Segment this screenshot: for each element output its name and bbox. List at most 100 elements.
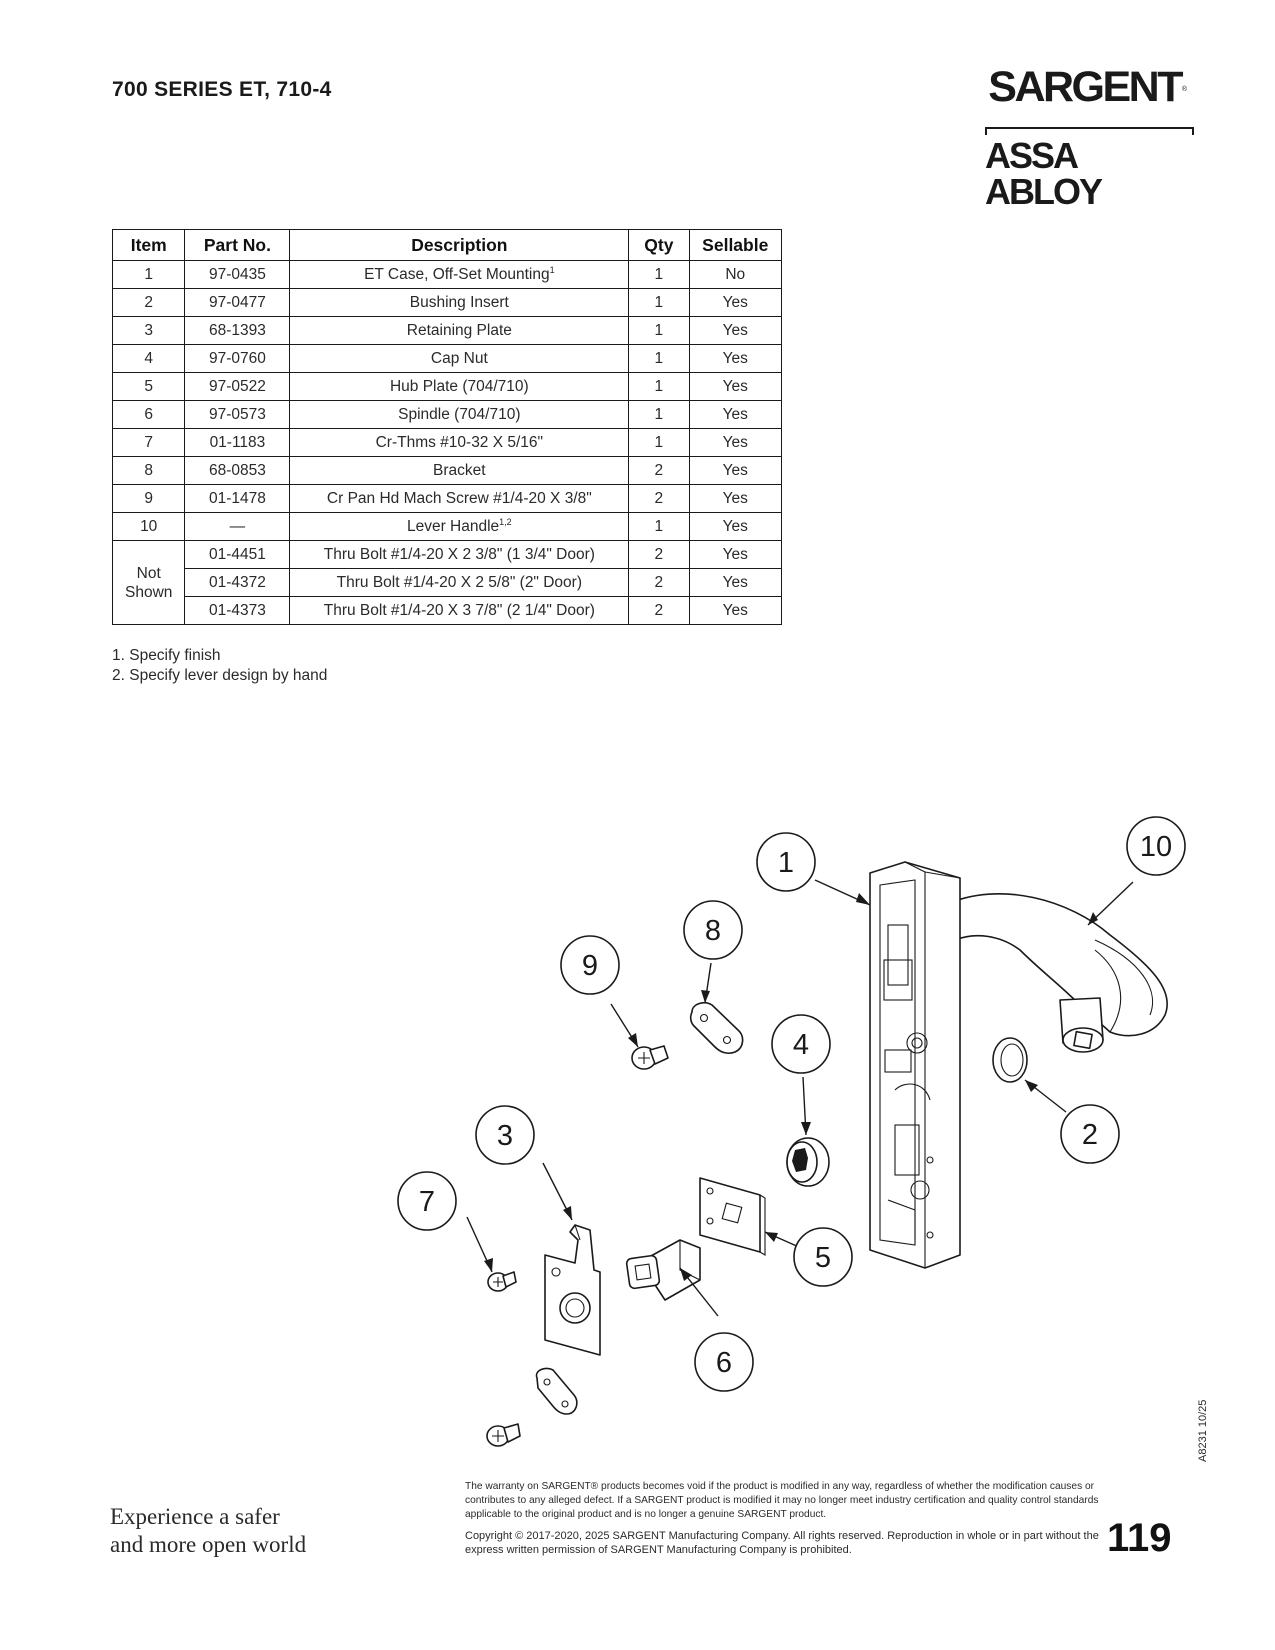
pan-head-screw-drawing [631,1045,669,1070]
callout-4-label: 4 [793,1029,809,1061]
hub-plate-drawing [699,1177,766,1256]
callout-9-label: 9 [582,950,598,982]
sellable-cell: No [688,260,783,289]
lower-bracket-drawing [535,1367,578,1415]
description-cell: Bushing Insert [289,288,630,317]
description-text: Cr Pan Hd Mach Screw #1/4-20 X 3/8" [326,489,592,507]
et-case-drawing [869,861,961,1269]
item-cell: 9 [111,484,186,513]
footnote-reference: 1 [549,264,555,275]
part-no-cell: 01-1478 [184,484,291,513]
description-cell: Bracket [289,456,630,485]
callout-2: 2 [1060,1104,1120,1164]
description-cell: ET Case, Off-Set Mounting1 [289,260,630,289]
tagline-line: and more open world [110,1532,307,1557]
qty-cell: 2 [628,484,690,513]
description-text: Hub Plate (704/710) [389,377,529,395]
column-header-part-no: Part No. [184,229,291,261]
qty-cell: 1 [628,400,690,429]
not-shown-cell: Not Shown [111,540,186,625]
footnotes: 1. Specify finish 2. Specify lever desig… [112,646,327,686]
callout-8-label: 8 [705,915,721,947]
description-cell: Cap Nut [289,344,630,373]
item-cell: 10 [111,512,186,541]
column-header-description: Description [289,229,630,261]
sargent-assa-abloy-logo: SARGENT ® ASSA ABLOY [985,63,1195,210]
description-text: Cr-Thms #10-32 X 5/16" [375,433,544,451]
callout-9: 9 [560,935,620,995]
part-no-cell: 01-1183 [184,428,291,457]
callout-3: 3 [475,1105,535,1165]
callout-8: 8 [683,900,743,960]
callout-5: 5 [793,1227,853,1287]
retaining-plate-drawing [544,1224,601,1356]
part-no-cell: — [184,512,291,541]
description-text: Bracket [433,461,486,479]
item-cell: 7 [111,428,186,457]
part-no-cell: 97-0522 [184,372,291,401]
sellable-cell: Yes [688,484,783,513]
sellable-cell: Yes [688,400,783,429]
document-title: 700 SERIES ET, 710-4 [112,78,332,101]
copyright-notice: Copyright © 2017-2020, 2025 SARGENT Manu… [465,1530,1099,1556]
logo-brand-text: SARGENT [988,63,1183,111]
callout-6: 6 [694,1332,754,1392]
item-cell: 1 [111,260,186,289]
callout-6-label: 6 [716,1347,732,1379]
lower-screw-drawing [486,1423,521,1447]
description-cell: Thru Bolt #1/4-20 X 3 7/8" (2 1/4" Door) [289,596,630,625]
callout-2-label: 2 [1082,1119,1098,1151]
sellable-cell: Yes [688,344,783,373]
brand-tagline: Experience a safer and more open world [110,1503,306,1559]
footnote-reference: 1,2 [499,516,512,527]
warranty-notice: The warranty on SARGENT® products become… [465,1481,1099,1520]
parts-table: Item Part No. Description Qty Sellable 1… [111,229,783,625]
callout-7-label: 7 [419,1186,435,1218]
bushing-insert-drawing [992,1037,1028,1083]
part-no-cell: 97-0477 [184,288,291,317]
description-text: Spindle (704/710) [398,405,521,423]
description-text: Cap Nut [430,349,488,367]
part-no-cell: 01-4372 [184,568,291,597]
item-cell: 4 [111,344,186,373]
part-no-cell: 68-1393 [184,316,291,345]
description-cell: Thru Bolt #1/4-20 X 2 5/8" (2" Door) [289,568,630,597]
callout-7: 7 [397,1171,457,1231]
description-text: ET Case, Off-Set Mounting [364,265,550,283]
callout-4: 4 [771,1014,831,1074]
callout-10-label: 10 [1140,831,1172,863]
table-header-row: Item Part No. Description Qty Sellable [111,229,783,261]
tagline-line: Experience a safer [110,1504,280,1529]
spindle-drawing [625,1239,701,1301]
leader-arrowheads [484,893,1098,1281]
callout-5-label: 5 [815,1242,831,1274]
column-header-sellable: Sellable [688,229,783,261]
lever-handle-drawing [944,893,1168,1053]
callout-1: 1 [756,832,816,892]
description-text: Lever Handle [406,517,500,535]
registered-mark: ® [1181,86,1187,93]
description-text: Bushing Insert [409,293,509,311]
part-no-cell: 01-4373 [184,596,291,625]
page-number: 119 [1107,1516,1172,1560]
callout-10: 10 [1126,816,1186,876]
description-cell: Cr Pan Hd Mach Screw #1/4-20 X 3/8" [289,484,630,513]
footnote: 1. Specify finish [112,647,221,664]
qty-cell: 2 [628,596,690,625]
logo-bracket-rule [985,127,1194,135]
item-cell: 8 [111,456,186,485]
thumb-screw-drawing [487,1271,517,1292]
part-no-cell: 97-0760 [184,344,291,373]
footnote: 2. Specify lever design by hand [112,667,328,684]
cap-nut-drawing [786,1137,830,1187]
